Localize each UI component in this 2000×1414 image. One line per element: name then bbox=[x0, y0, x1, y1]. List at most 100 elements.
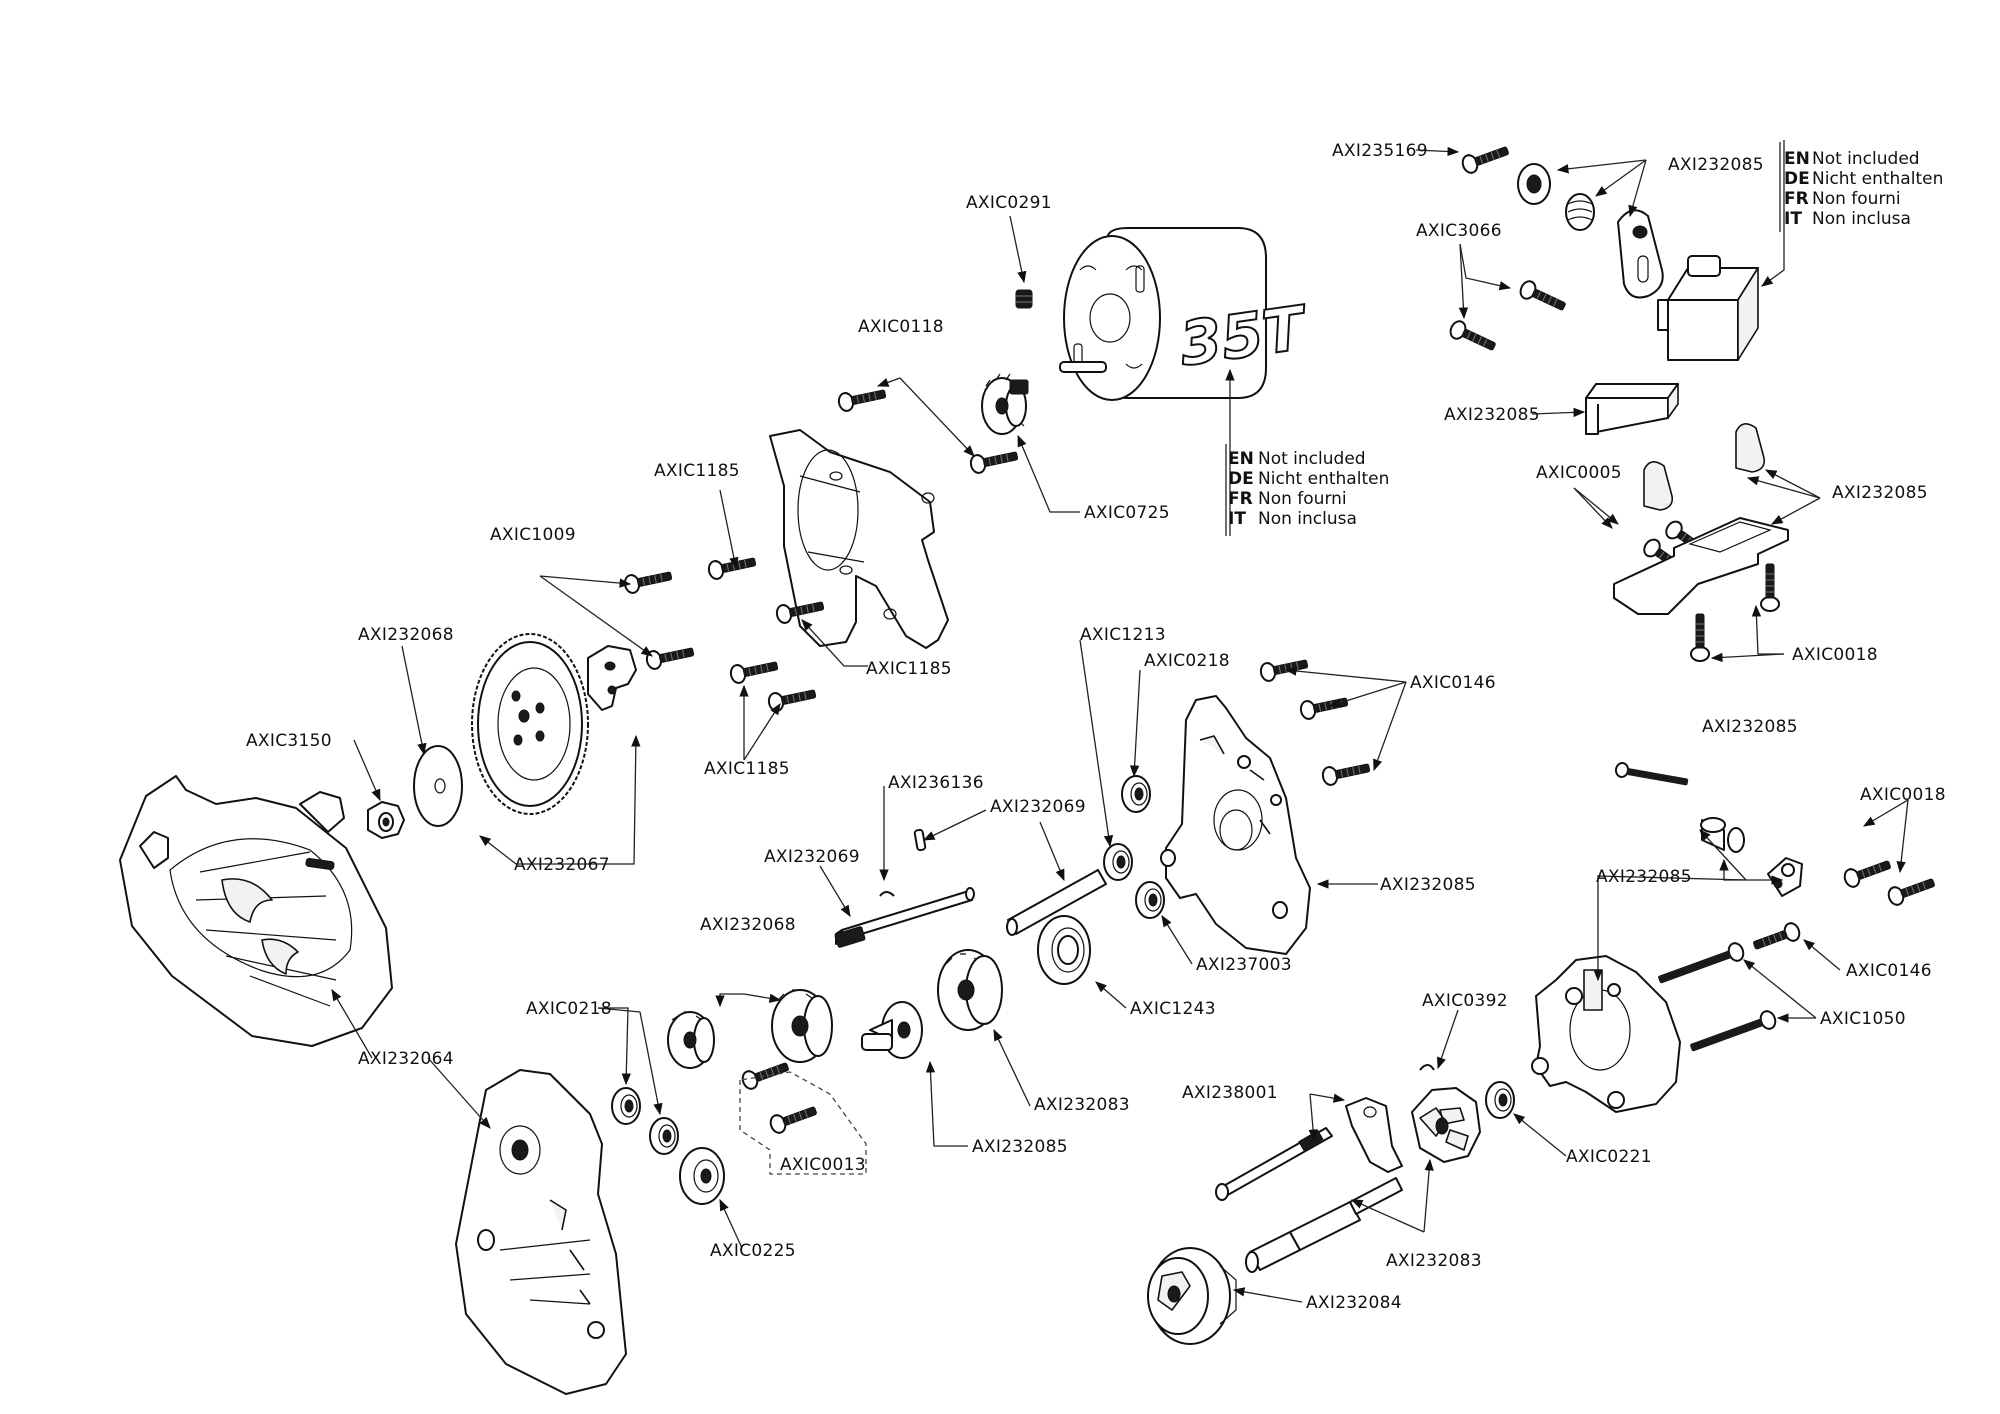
screw-0146-b bbox=[1298, 691, 1350, 722]
label-axi232085-diff: AXI232085 bbox=[1596, 867, 1692, 887]
label-axi238001: AXI238001 bbox=[1182, 1083, 1278, 1103]
note-servo-de-code: DE bbox=[1784, 169, 1810, 189]
shift-rod bbox=[1215, 1127, 1333, 1201]
part-labels: AXI235169 AXI232085 AXIC3066 AXI232085 A… bbox=[246, 141, 1946, 1313]
screw-0146-d bbox=[1750, 920, 1803, 956]
label-axi237003: AXI237003 bbox=[1196, 955, 1292, 975]
bearing-7003 bbox=[1135, 881, 1165, 919]
servo-mount-block-2 bbox=[1643, 461, 1674, 511]
diff-case bbox=[1531, 955, 1681, 1113]
label-axic0146-lower: AXIC0146 bbox=[1846, 961, 1932, 981]
screw-0013-a bbox=[739, 1056, 792, 1092]
idler-gear-small bbox=[667, 1011, 715, 1069]
gear-cover bbox=[119, 775, 393, 1047]
note-motor-it-code: IT bbox=[1228, 509, 1246, 529]
note-servo-en-code: EN bbox=[1784, 149, 1810, 169]
shift-fork bbox=[1345, 1097, 1403, 1173]
servo-screw bbox=[1459, 140, 1512, 176]
label-axic1185-mid: AXIC1185 bbox=[866, 659, 952, 679]
label-axi232085-trans-upper: AXI232085 bbox=[1380, 875, 1476, 895]
label-axi235169: AXI235169 bbox=[1332, 141, 1428, 161]
screw-1009-a bbox=[622, 565, 674, 596]
label-axic1185-top: AXIC1185 bbox=[654, 461, 740, 481]
label-axi232067: AXI232067 bbox=[514, 855, 610, 875]
spacer bbox=[1700, 817, 1745, 853]
label-axic1213: AXIC1213 bbox=[1080, 625, 1166, 645]
servo-spring bbox=[1565, 193, 1595, 231]
note-motor-fr-text: Non fourni bbox=[1258, 489, 1347, 509]
transmission-bearings bbox=[611, 1087, 725, 1205]
spur-gear bbox=[471, 633, 589, 815]
label-axic0221: AXIC0221 bbox=[1566, 1147, 1652, 1167]
label-axic1009: AXIC1009 bbox=[490, 525, 576, 545]
bearing-0218-c bbox=[1121, 775, 1151, 813]
set-screw bbox=[1015, 289, 1033, 309]
label-axi232083-gear: AXI232083 bbox=[1034, 1095, 1130, 1115]
label-axic0225: AXIC0225 bbox=[710, 1241, 796, 1261]
servo-mount-bracket bbox=[1585, 383, 1679, 399]
label-axic0218-lower: AXIC0218 bbox=[526, 999, 612, 1019]
output-shaft bbox=[1245, 1177, 1403, 1273]
servo-horn bbox=[1617, 209, 1664, 299]
servo-group bbox=[1446, 140, 1789, 662]
note-servo-it-text: Non inclusa bbox=[1812, 209, 1911, 229]
long-screw-top bbox=[1614, 762, 1689, 786]
note-servo-fr-code: FR bbox=[1784, 189, 1809, 209]
label-axi232069-right: AXI232069 bbox=[990, 797, 1086, 817]
idler-gear-large bbox=[771, 989, 833, 1063]
motor: 35T bbox=[1059, 227, 1314, 401]
screw-1185-a bbox=[706, 551, 758, 582]
screw-0018-b bbox=[1885, 872, 1938, 908]
label-axi232085-long-screw: AXI232085 bbox=[1702, 717, 1798, 737]
label-axic0018-servo: AXIC0018 bbox=[1792, 645, 1878, 665]
label-axi232084: AXI232084 bbox=[1306, 1293, 1402, 1313]
label-axi232069-left: AXI232069 bbox=[764, 847, 860, 867]
servo-plate bbox=[1613, 517, 1789, 615]
differential-group bbox=[1147, 762, 1938, 1345]
label-axi232085-hub: AXI232085 bbox=[972, 1137, 1068, 1157]
motor-plate bbox=[769, 429, 949, 649]
drive-cup bbox=[1147, 1247, 1237, 1345]
gear-shaft-group bbox=[667, 775, 1165, 1175]
screw-1009-b bbox=[644, 641, 696, 672]
leader-lines bbox=[331, 140, 1909, 1303]
label-axic3150: AXIC3150 bbox=[246, 731, 332, 751]
screw-callout-box bbox=[739, 1071, 867, 1175]
bearing-0221 bbox=[1485, 1081, 1515, 1119]
label-axic0218-upper: AXIC0218 bbox=[1144, 651, 1230, 671]
note-servo-en-text: Not included bbox=[1812, 149, 1920, 169]
label-axi232068-top: AXI232068 bbox=[358, 625, 454, 645]
screw-0146-c bbox=[1320, 757, 1372, 788]
transmission-upper bbox=[1160, 653, 1372, 955]
motor-not-included-note: EN Not included DE Nicht enthalten FR No… bbox=[1225, 444, 1389, 536]
label-axic3066: AXIC3066 bbox=[1416, 221, 1502, 241]
label-axic0725: AXIC0725 bbox=[1084, 503, 1170, 523]
servo-plate-screw-4 bbox=[1690, 613, 1710, 662]
label-axic0291: AXIC0291 bbox=[966, 193, 1052, 213]
top-shaft bbox=[834, 887, 975, 948]
diff-clip bbox=[1419, 1064, 1435, 1071]
label-axi232083-shaft: AXI232083 bbox=[1386, 1251, 1482, 1271]
servo bbox=[1657, 255, 1759, 361]
label-axic1185-bottom: AXIC1185 bbox=[704, 759, 790, 779]
screw-0018-a bbox=[1841, 854, 1894, 890]
screw-0013-b bbox=[767, 1100, 820, 1136]
note-servo-fr-text: Non fourni bbox=[1812, 189, 1901, 209]
label-axic0146-upper: AXIC0146 bbox=[1410, 673, 1496, 693]
servo-mount-screw-2 bbox=[1446, 317, 1500, 357]
screw-1185-d bbox=[766, 683, 818, 714]
label-axic0005: AXIC0005 bbox=[1536, 463, 1622, 483]
bearing-0225 bbox=[679, 1147, 725, 1205]
bearing-1213 bbox=[1103, 843, 1133, 881]
note-servo-it-code: IT bbox=[1784, 209, 1802, 229]
servo-not-included-note: EN Not included DE Nicht enthalten FR No… bbox=[1779, 142, 1943, 232]
motor-plate-screw-top bbox=[836, 383, 888, 414]
label-axi232085-servo-blocks: AXI232085 bbox=[1832, 483, 1928, 503]
servo-plate-screw-3 bbox=[1760, 563, 1780, 612]
bearing-1243 bbox=[1037, 915, 1091, 985]
note-motor-de-text: Nicht enthalten bbox=[1258, 469, 1389, 489]
long-screw-1050-b bbox=[1690, 1010, 1777, 1052]
slipper-plate bbox=[413, 745, 463, 827]
servo-mount-screw-1 bbox=[1516, 277, 1570, 317]
label-axi236136: AXI236136 bbox=[888, 773, 984, 793]
